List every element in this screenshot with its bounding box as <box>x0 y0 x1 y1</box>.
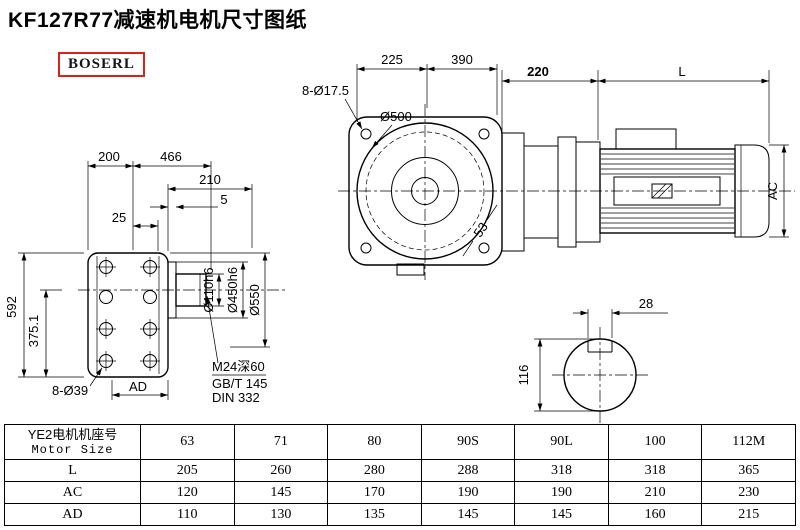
row-label-AD: AD <box>4 503 141 526</box>
bolt-callout-side: 8-Ø39 <box>52 383 88 398</box>
corner-bolt-hole <box>478 242 490 254</box>
table-cell: 170 <box>327 481 422 504</box>
row-label-L: L <box>4 459 141 482</box>
size-header-cell: 63 <box>140 424 235 460</box>
dia-label-550: Ø550 <box>247 284 262 316</box>
dim-label-375: 375.1 <box>26 315 41 348</box>
hatch-line <box>651 183 667 199</box>
page-title: KF127R77减速机电机尺寸图纸 <box>8 9 308 32</box>
brand-label: BOSERL <box>68 56 135 72</box>
table-row-AD: AD 110 130 135 145 145 160 215 <box>4 503 796 526</box>
adapter-ring-1 <box>501 132 525 252</box>
terminal-box <box>615 128 677 150</box>
dim-label-5: 5 <box>220 192 227 207</box>
technical-drawing: 225 390 220 L 8-Ø17.5 Ø500 53 AC <box>4 52 795 423</box>
table-cell: 215 <box>701 503 796 526</box>
side-view: 200 466 210 5 25 592 375.1 8-Ø39 <box>4 149 288 405</box>
adapter-ring-2 <box>523 145 559 239</box>
size-header-cell: 112M <box>701 424 796 460</box>
size-header-cell: 100 <box>607 424 703 460</box>
table-cell: 260 <box>233 459 329 482</box>
size-header-cell: 90L <box>514 424 609 460</box>
table-cell: 110 <box>140 503 235 526</box>
shaft-circle <box>563 338 637 412</box>
standard-gbt: GB/T 145 <box>212 376 267 391</box>
fan-cover <box>734 144 770 238</box>
hatch-line <box>657 183 673 199</box>
motor-flange-2 <box>575 141 601 243</box>
output-shaft <box>175 273 207 307</box>
dim-label-390: 390 <box>451 52 473 67</box>
brand-badge: BOSERL <box>58 52 145 77</box>
dim-label-116: 116 <box>516 365 531 386</box>
bolt-callout-front: 8-Ø17.5 <box>302 83 349 98</box>
table-cell: 205 <box>140 459 235 482</box>
dim-label-220: 220 <box>527 64 549 79</box>
header-label-cn: YE2电机机座号 <box>27 426 118 442</box>
motor-flange <box>557 136 577 248</box>
motor-size-table: YE2电机机座号 Motor Size 63 71 80 90S 90L 100… <box>4 424 796 526</box>
dim-label-592: 592 <box>4 296 19 318</box>
flange-bolt-holes <box>99 260 157 368</box>
dia-label-450: Ø450h6 <box>225 267 240 313</box>
table-header-row: YE2电机机座号 Motor Size 63 71 80 90S 90L 100… <box>4 424 796 460</box>
housing-foot <box>396 263 425 276</box>
table-cell: 190 <box>514 481 609 504</box>
dim-label-AD: AD <box>129 379 147 394</box>
front-view: 225 390 220 L 8-Ø17.5 Ø500 53 AC <box>302 52 795 280</box>
dim-label-25: 25 <box>112 210 126 225</box>
table-cell: 135 <box>327 503 422 526</box>
bolt-circle <box>365 131 485 251</box>
flange-circle-500 <box>356 122 494 260</box>
dim-label-210: 210 <box>199 172 221 187</box>
table-cell: 210 <box>607 481 703 504</box>
dim-label-466: 466 <box>160 149 182 164</box>
dia-label-500: Ø500 <box>380 109 412 124</box>
table-cell: 120 <box>140 481 235 504</box>
dim-label-53: 53 <box>470 220 491 240</box>
dim-label-225: 225 <box>381 52 403 67</box>
table-cell: 145 <box>420 503 516 526</box>
stator-block <box>613 176 721 206</box>
shaft-bore-circle <box>411 177 439 205</box>
motor-size-header-cell: YE2电机机座号 Motor Size <box>4 424 141 460</box>
motor-fins <box>601 153 734 229</box>
table-row-L: L 205 260 280 288 318 318 365 <box>4 459 796 482</box>
size-header-cell: 80 <box>327 424 422 460</box>
table-cell: 280 <box>327 459 422 482</box>
dim-label-28: 28 <box>639 296 653 311</box>
header-label-en: Motor Size <box>31 442 114 457</box>
table-cell: 365 <box>701 459 796 482</box>
dim-label-AC: AC <box>765 182 780 200</box>
bearing-bore-circle <box>391 157 459 225</box>
table-row-AC: AC 120 145 170 190 190 210 230 <box>4 481 796 504</box>
dim-label-L: L <box>678 64 685 79</box>
row-label-AC: AC <box>4 481 141 504</box>
table-cell: 288 <box>420 459 516 482</box>
shaft-section-view: 28 116 <box>516 296 668 423</box>
bolt-hole-crosshairs <box>96 257 160 371</box>
size-header-cell: 71 <box>233 424 329 460</box>
standard-din: DIN 332 <box>212 390 260 405</box>
corner-bolt-hole <box>360 242 372 254</box>
table-cell: 130 <box>233 503 329 526</box>
key-detail <box>651 183 673 199</box>
corner-bolt-hole <box>478 128 490 140</box>
table-cell: 145 <box>233 481 329 504</box>
dim-label-200: 200 <box>98 149 120 164</box>
corner-bolt-hole <box>360 128 372 140</box>
table-cell: 230 <box>701 481 796 504</box>
thread-note: M24深60 <box>212 359 265 374</box>
table-cell: 318 <box>514 459 609 482</box>
table-cell: 190 <box>420 481 516 504</box>
dia-label-110: Ø110h6 <box>201 267 216 312</box>
table-cell: 318 <box>607 459 703 482</box>
table-cell: 145 <box>514 503 609 526</box>
size-header-cell: 90S <box>420 424 516 460</box>
table-cell: 160 <box>607 503 703 526</box>
